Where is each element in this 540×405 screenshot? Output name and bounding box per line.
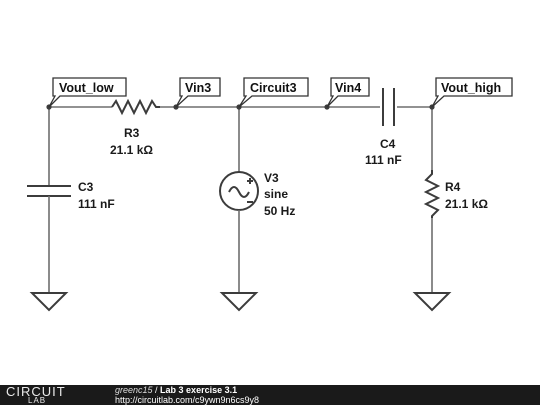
sine-wave-icon bbox=[228, 186, 250, 198]
author-name[interactable]: greenc15 bbox=[115, 385, 153, 395]
r4-name-label: R4 bbox=[445, 180, 461, 194]
c3-name-label: C3 bbox=[78, 180, 94, 194]
v3-frequency-label: 50 Hz bbox=[264, 204, 295, 218]
net-tag-label: Vin4 bbox=[335, 81, 361, 95]
circuit-title[interactable]: Lab 3 exercise 3.1 bbox=[160, 385, 238, 395]
v3-type-label: sine bbox=[264, 187, 288, 201]
c4-value-label: 111 nF bbox=[365, 153, 402, 167]
logo-text-top: CIRCUIT bbox=[6, 384, 66, 399]
ground-symbol-left bbox=[29, 292, 69, 312]
net-tag-circuit3[interactable]: Circuit3 bbox=[238, 77, 309, 108]
net-tag-vout-high[interactable]: Vout_high bbox=[431, 77, 513, 108]
net-tag-vin3[interactable]: Vin3 bbox=[175, 77, 221, 108]
net-tag-vout-low[interactable]: Vout_low bbox=[48, 77, 127, 108]
ground-symbol-right bbox=[412, 292, 452, 312]
footer-bar: CIRCUIT LAB greenc15 / Lab 3 exercise 3.… bbox=[0, 385, 540, 405]
circuitlab-logo[interactable]: CIRCUIT LAB bbox=[6, 384, 66, 405]
net-tag-label: Vout_high bbox=[441, 81, 501, 95]
circuit-schematic: Vout_low Vin3 Circuit3 Vin4 Vout_high R3… bbox=[27, 77, 513, 312]
c4-name-label: C4 bbox=[380, 137, 396, 151]
net-tag-vin4[interactable]: Vin4 bbox=[326, 77, 370, 108]
circuit-url[interactable]: http://circuitlab.com/c9ywn9n6cs9y8 bbox=[115, 394, 260, 405]
net-tag-label: Vout_low bbox=[59, 81, 114, 95]
footer-info: greenc15 / Lab 3 exercise 3.1 http://cir… bbox=[115, 385, 260, 405]
v3-name-label: V3 bbox=[264, 171, 279, 185]
r4-value-label: 21.1 kΩ bbox=[445, 197, 488, 211]
logo-text-bottom: LAB bbox=[28, 396, 47, 405]
net-tag-label: Circuit3 bbox=[250, 81, 297, 95]
r3-name-label: R3 bbox=[124, 126, 140, 140]
r3-value-label: 21.1 kΩ bbox=[110, 143, 153, 157]
footer-separator: / bbox=[152, 385, 161, 395]
c3-value-label: 111 nF bbox=[78, 197, 115, 211]
r3-resistor bbox=[111, 98, 160, 116]
net-tag-label: Vin3 bbox=[185, 81, 211, 95]
ground-symbol-middle bbox=[219, 292, 259, 312]
r4-resistor bbox=[423, 170, 441, 218]
